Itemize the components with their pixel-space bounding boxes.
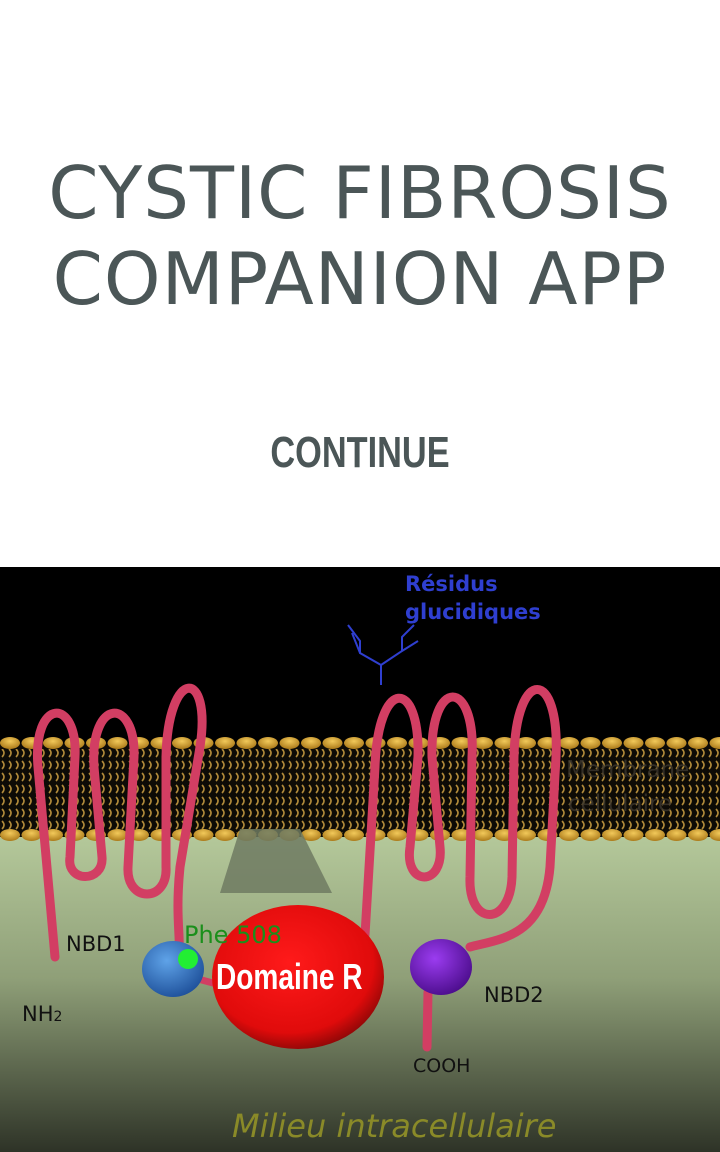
cooh-label: COOH — [413, 1055, 470, 1077]
cftr-protein-illustration: Résidus glucidiques Membrane cellulaire … — [0, 567, 720, 1152]
lipid-head — [279, 737, 300, 749]
lipid-head — [580, 829, 601, 841]
membrane-label-1: Membrane — [566, 757, 689, 783]
phe508-dot — [178, 949, 198, 969]
phe508-label: Phe 508 — [184, 921, 282, 949]
lipid-head — [21, 829, 42, 841]
lipid-head — [473, 829, 493, 841]
continue-button[interactable]: CONTINUE — [270, 428, 450, 477]
lipid-head — [215, 737, 235, 749]
lipid-head — [666, 829, 687, 841]
app-title-line-1: CYSTIC FIBROSIS — [48, 151, 672, 235]
app-title-line-2: COMPANION APP — [52, 237, 668, 321]
nh2-subscript: 2 — [54, 1009, 63, 1025]
lipid-head — [236, 737, 257, 749]
lipid-head — [322, 829, 343, 841]
lipid-head — [559, 737, 579, 749]
nbd1-label: NBD1 — [66, 932, 126, 956]
lipid-head — [387, 829, 407, 841]
lipid-head — [602, 829, 622, 841]
lipid-head — [516, 737, 536, 749]
lipid-head — [645, 737, 665, 749]
lipid-head — [193, 829, 214, 841]
lipid-head — [623, 829, 644, 841]
lipid-head — [301, 737, 321, 749]
lipid-head — [623, 737, 644, 749]
sugar-residues-icon — [347, 624, 419, 685]
lipid-head — [559, 829, 579, 841]
nh2-text: NH — [22, 1002, 54, 1026]
lipid-head — [473, 737, 493, 749]
membrane-label-2: cellulaire — [568, 791, 672, 817]
lipid-head — [387, 737, 407, 749]
lipid-head — [709, 829, 720, 841]
lipid-head — [322, 737, 343, 749]
lipid-head — [688, 737, 708, 749]
lipid-head — [709, 737, 720, 749]
lipid-head — [43, 737, 63, 749]
nbd2-label: NBD2 — [484, 983, 544, 1007]
lipid-head — [0, 737, 20, 749]
domaine-r-label: Domaine R — [216, 957, 363, 997]
nbd1-domain — [142, 941, 204, 997]
lipid-head — [344, 737, 364, 749]
lipid-head — [258, 737, 278, 749]
lipid-head — [688, 829, 708, 841]
lipid-head — [172, 737, 192, 749]
lipid-head — [344, 829, 364, 841]
nbd2-domain — [410, 939, 472, 995]
lipid-head — [516, 829, 536, 841]
cooh-tail — [422, 987, 433, 1052]
lipid-head — [107, 829, 128, 841]
lipid-head — [301, 829, 321, 841]
lipid-head — [107, 737, 128, 749]
app-title: CYSTIC FIBROSIS COMPANION APP — [0, 150, 720, 322]
domaine-r — [212, 905, 384, 1049]
lipid-head — [215, 829, 235, 841]
protein-strand — [32, 683, 561, 964]
channel-pore — [220, 829, 332, 893]
cell-membrane — [0, 737, 720, 841]
lipid-head — [451, 737, 472, 749]
nh2-label: NH2 — [22, 1002, 62, 1026]
lipid-head — [645, 829, 665, 841]
lipid-head — [602, 737, 622, 749]
lipid-head — [0, 829, 20, 841]
lipid-head — [494, 737, 515, 749]
milieu-label: Milieu intracellulaire — [232, 1107, 556, 1145]
residus-label-1: Résidus — [405, 572, 498, 596]
lipid-head — [666, 737, 687, 749]
residus-label-2: glucidiques — [405, 600, 541, 624]
lipid-head — [580, 737, 601, 749]
